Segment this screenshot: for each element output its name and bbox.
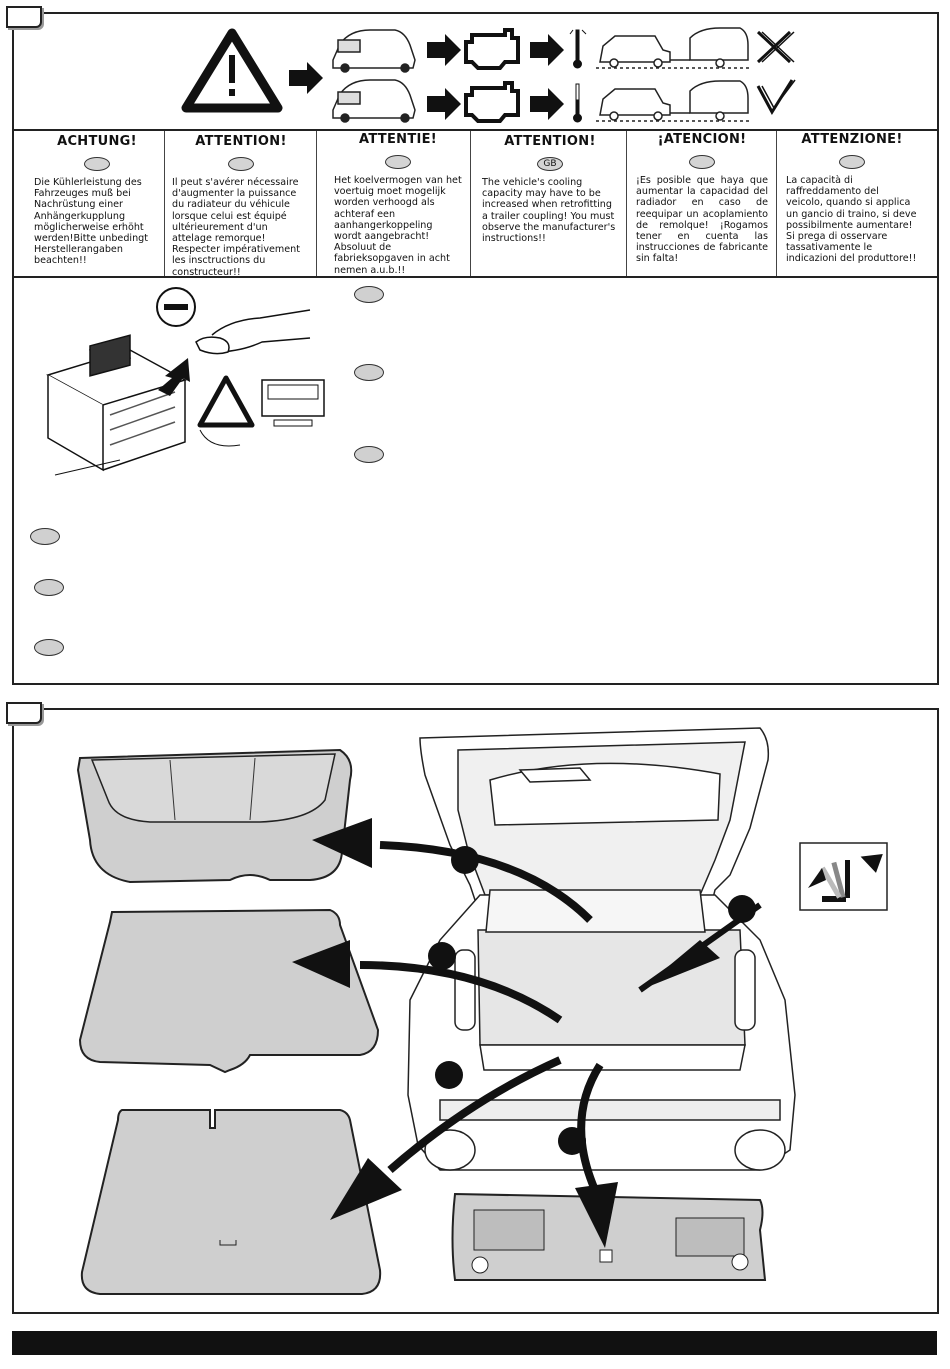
warning-text: Het koelvermogen van het voertuig moet m… <box>334 175 462 276</box>
warning-title: ATTENTION! <box>195 134 287 149</box>
floor-mat-part <box>80 1109 382 1295</box>
warning-triangle-icon <box>181 28 283 113</box>
removal-arrow-icon <box>330 1056 562 1220</box>
warning-fr: ATTENTION! Il peut s'avérer nécessaire d… <box>168 132 314 278</box>
language-flag-oval <box>34 639 64 656</box>
arrow-right-icon <box>530 34 564 66</box>
trunk-removal-diagram <box>76 727 888 1295</box>
parcel-shelf-part <box>76 748 353 884</box>
warning-de: ACHTUNG! Die Kühlerleistung des Fahrzeug… <box>30 132 164 274</box>
rear-trim-panel-part <box>451 1192 767 1281</box>
arrow-right-icon <box>530 88 564 120</box>
divider <box>470 131 471 276</box>
arrow-right-icon <box>427 88 461 120</box>
divider <box>12 129 939 131</box>
arrow-up-icon <box>158 358 190 396</box>
warning-text: ¡Es posible que haya que aumentar la cap… <box>636 175 768 265</box>
divider <box>164 131 165 276</box>
minus-icon <box>156 287 196 327</box>
arrow-right-icon <box>427 34 461 66</box>
car-front-icon <box>332 79 416 123</box>
warning-title: ATTENTIE! <box>358 132 438 147</box>
radio-icon <box>261 379 325 427</box>
language-flag-oval <box>354 364 384 381</box>
warning-text: Il peut s'avérer nécessaire d'augmenter … <box>172 177 300 278</box>
warning-text: La capacità di raffreddamento del veicol… <box>786 175 917 265</box>
divider <box>626 131 627 276</box>
cross-mark-icon <box>756 30 795 64</box>
removal-arrow-icon <box>638 895 762 993</box>
removal-arrow-icon <box>558 1062 618 1248</box>
battery-disconnect-illustration <box>46 287 325 476</box>
language-flag-oval <box>354 286 384 303</box>
language-flag-oval: GB <box>537 157 563 171</box>
check-mark-icon <box>756 79 796 115</box>
warning-title: ¡ATENCION! <box>657 132 747 147</box>
language-flag-oval <box>228 157 254 171</box>
language-flag-oval <box>354 446 384 463</box>
engine-icon <box>464 81 520 123</box>
cooling-diagram <box>181 27 796 123</box>
divider <box>776 131 777 276</box>
battery-icon <box>46 334 187 472</box>
footer-bar <box>12 1331 937 1355</box>
panel-2 <box>12 708 939 1314</box>
language-flag-oval <box>689 155 715 169</box>
car-front-icon <box>332 29 416 73</box>
language-flag-oval <box>839 155 865 169</box>
thermometer-icon <box>573 83 582 123</box>
removal-arrow-icon <box>292 940 563 1024</box>
warning-text: The vehicle's cooling capacity may have … <box>482 177 616 245</box>
warning-nl: ATTENTIE! Het koelvermogen van het voert… <box>330 132 466 276</box>
warning-triangle-icon <box>197 375 255 428</box>
warning-title: ATTENZIONE! <box>801 132 903 147</box>
language-flag-oval <box>385 155 411 169</box>
language-flag-oval <box>34 579 64 596</box>
panel-1 <box>12 12 939 685</box>
step-tab-1 <box>6 6 42 28</box>
thermometer-icon <box>569 29 587 69</box>
divider <box>12 276 939 278</box>
engine-icon <box>464 28 520 70</box>
warning-gb: ATTENTION! GB The vehicle's cooling capa… <box>478 132 622 274</box>
divider <box>316 131 317 276</box>
warning-title: ACHTUNG! <box>57 134 137 149</box>
car-rear-open-hatch <box>407 727 796 1171</box>
car-caravan-icon <box>596 27 752 69</box>
car-caravan-icon <box>596 80 752 122</box>
language-flag-oval <box>30 528 60 545</box>
floor-board-part <box>78 908 380 1074</box>
arrow-right-icon <box>289 62 323 94</box>
language-flag-oval <box>84 157 110 171</box>
seat-fold-icon <box>799 842 888 911</box>
removal-arrow-icon <box>312 818 593 923</box>
warning-it: ATTENZIONE! La capacità di raffreddament… <box>782 132 922 274</box>
warning-title: ATTENTION! <box>504 134 596 149</box>
warning-es: ¡ATENCION! ¡Es posible que haya que aume… <box>632 132 772 274</box>
step-tab-2 <box>6 702 42 724</box>
warning-text: Die Kühlerleistung des Fahrzeuges muß be… <box>34 177 149 267</box>
